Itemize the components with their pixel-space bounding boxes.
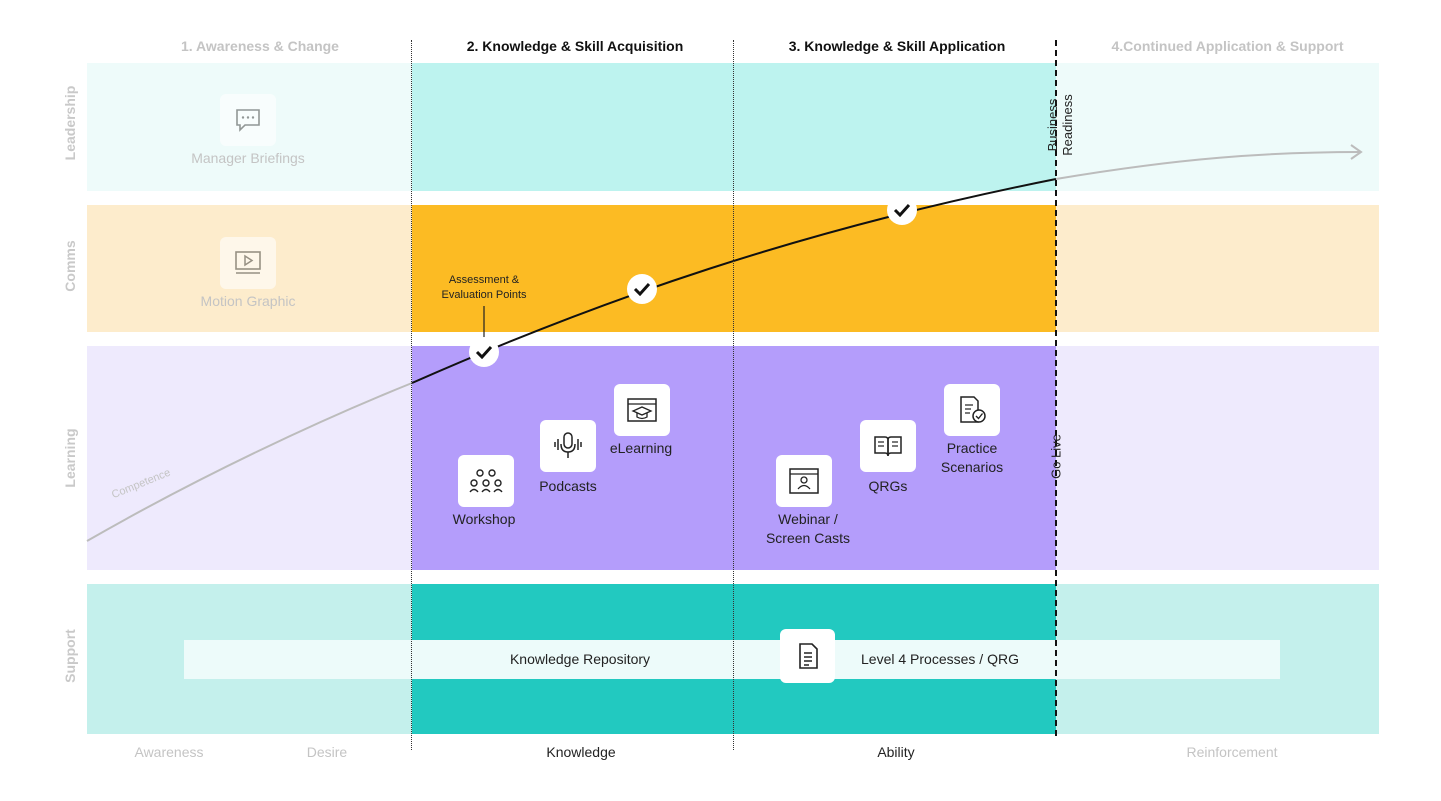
business-readiness-line2: Readiness (1060, 94, 1075, 156)
bottom-label-desire: Desire (306, 744, 348, 760)
bottom-label-knowledge: Knowledge (546, 744, 616, 760)
learning-band-active (412, 346, 1056, 570)
webinar-tile (776, 455, 832, 507)
manager-briefings-tile (220, 94, 276, 146)
manager-briefings-label: Manager Briefings (191, 150, 305, 166)
play-video-icon (235, 251, 261, 274)
chat-bubble-icon (236, 109, 260, 132)
learning-band-light-left (87, 346, 412, 570)
competence-curve-faded-right (1055, 151, 1361, 180)
assessment-line1: Assessment & (448, 274, 520, 286)
practice-line2: Scenarios (940, 459, 1004, 475)
checkmark-icon (633, 282, 651, 296)
workshop-label: Workshop (452, 511, 516, 527)
checkpoint-2 (627, 274, 657, 304)
podcasts-label: Podcasts (539, 478, 597, 494)
checkmark-icon (475, 345, 493, 359)
elearning-label: eLearning (609, 440, 673, 456)
graduation-cap-icon (627, 398, 657, 422)
competence-curve-faded-left (86, 382, 413, 542)
comms-band-active (412, 205, 1056, 332)
assessment-line2: Evaluation Points (441, 289, 527, 301)
webinar-line2: Screen Casts (765, 530, 851, 546)
phase-3-header: 3. Knowledge & Skill Application (788, 38, 1006, 54)
group-people-icon (469, 469, 503, 493)
qrgs-label: QRGs (868, 478, 908, 494)
bottom-label-reinforcement: Reinforcement (1186, 744, 1278, 760)
motion-graphic-label: Motion Graphic (200, 293, 296, 309)
divider-phase-2 (411, 40, 412, 750)
checkpoint-3 (887, 195, 917, 225)
bottom-label-ability: Ability (877, 744, 915, 760)
practice-line1: Practice (946, 440, 998, 456)
support-bar (184, 640, 1280, 679)
leadership-band-active (412, 63, 1056, 191)
checkpoint-1 (469, 337, 499, 367)
workshop-tile (458, 455, 514, 507)
divider-phase-3 (733, 40, 734, 750)
practice-scenarios-tile (944, 384, 1000, 436)
microphone-icon (554, 432, 582, 458)
assessment-label: Assessment & Evaluation Points (424, 273, 544, 303)
webinar-line1: Webinar / (778, 511, 838, 527)
qrgs-tile (860, 420, 916, 472)
bottom-label-awareness: Awareness (134, 744, 204, 760)
phase-2-header: 2. Knowledge & Skill Acquisition (466, 38, 684, 54)
document-icon (798, 643, 818, 669)
screen-user-icon (789, 468, 819, 494)
document-tile (780, 629, 835, 683)
checklist-icon (960, 396, 986, 423)
podcasts-tile (540, 420, 596, 472)
webinar-label: Webinar / Screen Casts (748, 510, 868, 548)
knowledge-repository-label: Knowledge Repository (509, 651, 651, 667)
go-live-line (1055, 40, 1057, 736)
phase-1-header: 1. Awareness & Change (181, 38, 339, 54)
comms-band-light-right (1056, 205, 1379, 332)
learning-band-light-right (1056, 346, 1379, 570)
checkmark-icon (893, 203, 911, 217)
open-book-icon (874, 436, 902, 457)
phase-4-header: 4.Continued Application & Support (1111, 38, 1344, 54)
arrow-head-icon (1350, 144, 1363, 160)
go-live-label: Go Live (1048, 434, 1064, 479)
motion-graphic-tile (220, 237, 276, 289)
level4-processes-label: Level 4 Processes / QRG (861, 651, 1019, 667)
business-readiness-label: Business Readiness (1045, 80, 1075, 170)
elearning-tile (614, 384, 670, 436)
practice-scenarios-label: Practice Scenarios (922, 439, 1022, 477)
business-readiness-line1: Business (1045, 98, 1060, 152)
